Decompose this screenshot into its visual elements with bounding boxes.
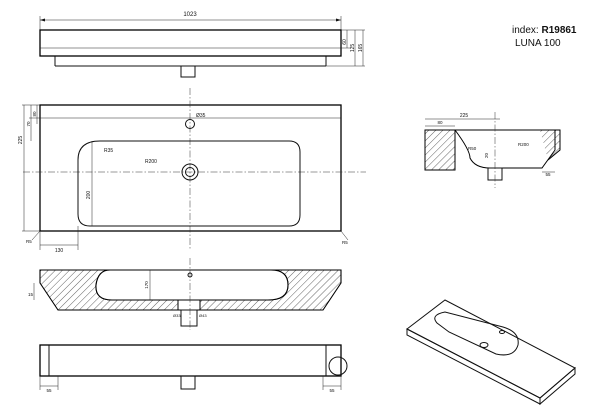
dim-side-225: 225 [460, 113, 469, 119]
iso-drain [479, 342, 489, 348]
dim-200: 200 [86, 191, 92, 200]
iso-side-face [539, 366, 576, 406]
dim-side-80: 80 [437, 120, 443, 125]
dim-r5-left: R5 [26, 239, 32, 244]
dim-side-r200: R200 [518, 142, 529, 147]
tap-hole-section [187, 272, 193, 278]
plan-view: Ø35 R35 R200 200 225 70 80 130 R5 R5 [18, 88, 366, 254]
arrow [40, 18, 45, 22]
dim-side-55: 55 [545, 172, 551, 177]
dim-55-left: 55 [46, 388, 52, 393]
basin-outline [39, 104, 342, 232]
index-label: index: [512, 25, 539, 36]
rear-view: 55 55 [39, 344, 348, 393]
dim-130: 130 [55, 248, 64, 254]
rear-outline [39, 344, 342, 377]
top-elevation-view: 1023 60 125 165 [39, 12, 365, 78]
side-section-view: 225 80 R50 R200 20 55 [424, 112, 561, 188]
dim-60: 60 [342, 39, 348, 45]
drain-cut [177, 299, 201, 311]
dim-r5-right: R5 [342, 240, 348, 245]
dim-165: 165 [358, 44, 364, 53]
iso-top-face [406, 299, 576, 399]
tap-hole [185, 119, 195, 129]
side-hatched-block [424, 129, 456, 171]
dim-r200: R200 [145, 159, 157, 165]
dim-side-r50: R50 [468, 146, 477, 151]
dim-side-20: 20 [484, 152, 489, 158]
arrow [336, 18, 341, 22]
index-code: R19861 [541, 25, 577, 36]
dim-125: 125 [350, 44, 356, 53]
iso-bowl [434, 311, 519, 356]
leader [340, 230, 349, 241]
product-index: index: R19861 [512, 25, 577, 36]
bowl-outline [77, 140, 301, 227]
dim-55-right: 55 [329, 388, 335, 393]
iso-front-face [406, 328, 541, 405]
side-hatched-right [540, 129, 561, 161]
leader [31, 230, 41, 241]
dim-225: 225 [18, 136, 24, 145]
basin-top-profile [39, 29, 342, 57]
dim-70: 70 [26, 121, 31, 127]
isometric-view [406, 299, 576, 406]
iso-tap-hole [499, 330, 505, 334]
dim-80: 80 [32, 111, 37, 117]
dim-r35: R35 [104, 148, 113, 154]
front-section-view: 170 15 Ø33 Ø43 [28, 258, 342, 330]
drain-pipe [180, 309, 198, 327]
product-model: LUNA 100 [515, 38, 561, 49]
dim-overall-width: 1023 [183, 12, 197, 18]
drain-stub [180, 65, 196, 78]
dim-170: 170 [144, 281, 149, 289]
dim-drain-b: Ø43 [199, 313, 207, 318]
dim-drain-a: Ø33 [173, 313, 181, 318]
detail-circle [328, 356, 348, 376]
rear-drain [180, 375, 196, 390]
dim-tap-hole: Ø35 [196, 113, 206, 119]
drain-outer [181, 163, 199, 181]
drain-inner [185, 167, 195, 177]
dim-15: 15 [28, 292, 34, 297]
bowl-cavity [95, 269, 289, 301]
